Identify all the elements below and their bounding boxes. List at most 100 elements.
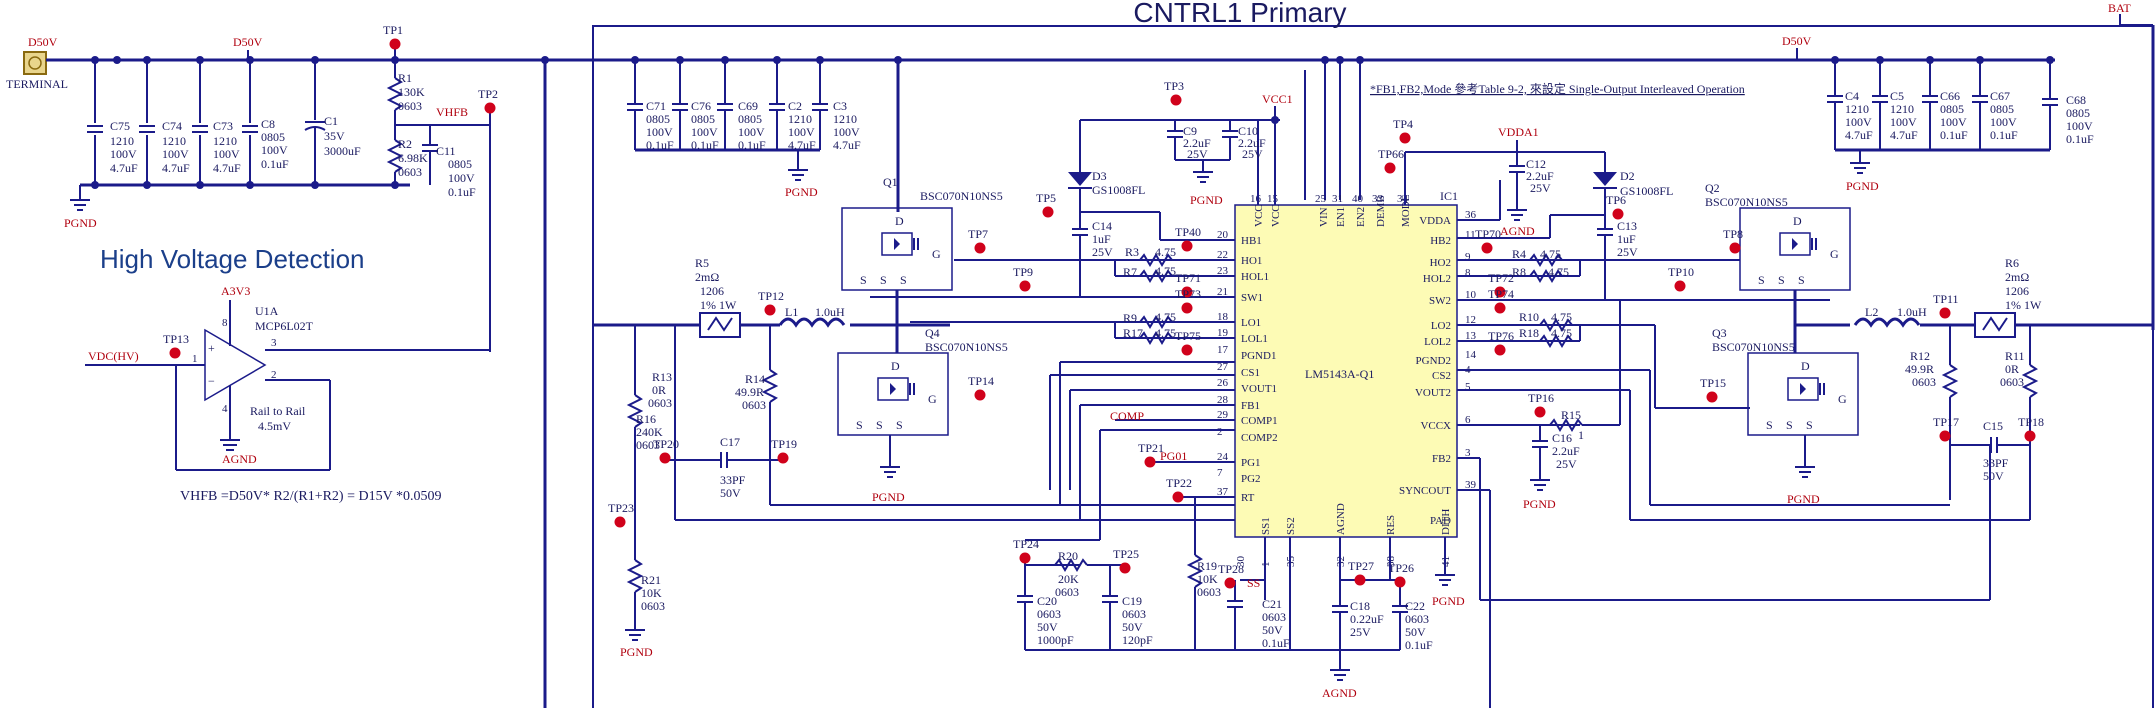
mosfet-source-label: S (900, 273, 907, 287)
ic1-ref: IC1 (1440, 189, 1458, 203)
q4-ref: Q4 (925, 326, 940, 340)
r5-pkg: 1206 (700, 284, 724, 298)
input-bus-junctions (91, 56, 549, 189)
r13-pkg: 0603 (648, 396, 672, 410)
r9-val: 4.75 (1155, 310, 1176, 324)
c15-ref: C15 (1983, 419, 2003, 433)
net-d50v-left: D50V (28, 35, 58, 49)
ic1-right-pin: CS2 (1432, 370, 1451, 382)
testpoint-label: TP11 (1933, 292, 1959, 306)
testpoint-tp66 (1384, 162, 1396, 174)
c8-val: 0.1uF (261, 157, 289, 171)
c10-ref: C10 (1238, 124, 1258, 138)
c13-ref: C13 (1617, 219, 1637, 233)
c5-volt: 100V (1890, 115, 1917, 129)
ic1-left-pin-num: 22 (1217, 249, 1228, 261)
r19-pkg: 0603 (1197, 585, 1221, 599)
r8-ref: R8 (1512, 265, 1526, 279)
r6-pkg: 1206 (2005, 284, 2029, 298)
testpoint-tp17 (1939, 430, 1951, 442)
testpoint-tp5 (1042, 206, 1054, 218)
mosfet-arrow-icon (894, 238, 900, 250)
r12-pkg: 0603 (1912, 375, 1936, 389)
c12-volt: 25V (1530, 181, 1551, 195)
c22-ref: C22 (1405, 599, 1425, 613)
c3-pkg: 1210 (833, 112, 857, 126)
ic1-right-pin-num: 14 (1465, 349, 1477, 361)
ic1-right-pin: LO2 (1431, 320, 1451, 332)
ic1-right-pin: LOL2 (1424, 336, 1451, 348)
mosfet-source-label: S (1766, 418, 1773, 432)
svg-text:2: 2 (271, 369, 277, 381)
c73-volt: 100V (213, 147, 240, 161)
ic1-left-pin-num: 24 (1217, 451, 1229, 463)
ic1-top-pin-num: 33 (1372, 193, 1384, 205)
c3-volt: 100V (833, 125, 860, 139)
ic1-body (1234, 204, 1458, 538)
r9-ref: R9 (1123, 311, 1137, 325)
mosfet-gate-label: G (928, 392, 937, 406)
c20-ref: C20 (1037, 594, 1057, 608)
r11-pkg: 0603 (2000, 375, 2024, 389)
c74-volt: 100V (162, 147, 189, 161)
hv-detect-title: High Voltage Detection (100, 244, 365, 274)
l2-ref: L2 (1865, 305, 1878, 319)
c10-val: 2.2uF (1238, 136, 1266, 150)
c16-val: 2.2uF (1552, 444, 1580, 458)
r3-ref: R3 (1125, 245, 1139, 259)
c12-val: 2.2uF (1526, 169, 1554, 183)
ic1-left-pin: HOL1 (1241, 271, 1269, 283)
mosfet-channel-icon (881, 232, 913, 256)
r6-val: 2mΩ (2005, 270, 2029, 284)
q3-box (1747, 352, 1859, 436)
testpoint-label: TP12 (758, 289, 784, 303)
testpoint-tp6 (1612, 208, 1624, 220)
r3-val: 4.75 (1155, 245, 1176, 259)
testpoint-tp73 (1181, 302, 1193, 314)
u1a-rr: Rail to Rail (250, 404, 306, 418)
vin-bus (593, 56, 2055, 212)
r5-tol: 1% 1W (700, 298, 737, 312)
ic1-left-pin: PG1 (1241, 457, 1261, 469)
ic1-top-pin: EN2 (1355, 207, 1367, 227)
testpoint-tp26 (1394, 576, 1406, 588)
ic1-left-pin: PGND1 (1241, 350, 1276, 362)
q3-ref: Q3 (1712, 326, 1727, 340)
r13-ref: R13 (652, 370, 672, 384)
mosfet-drain-label: D (891, 359, 900, 373)
r17-ref: R17 (1123, 326, 1143, 340)
r13-val: 0R (652, 383, 666, 397)
testpoint-tp9 (1019, 280, 1031, 292)
testpoint-label: TP40 (1175, 225, 1201, 239)
mosfets: Q1 BSC070N10NS5 Q4 BSC070N10NS5 Q2 BSC07… (837, 175, 1859, 436)
ic1-left-pin-num: 28 (1217, 394, 1229, 406)
c15-val: 33PF (1983, 456, 2009, 470)
testpoint-label: TP10 (1668, 265, 1694, 279)
ic1-right-pin-num: 5 (1465, 381, 1471, 393)
c13-val: 1uF (1617, 232, 1636, 246)
r2-ref: R2 (398, 137, 412, 151)
mosfet-channel-icon (1779, 232, 1811, 256)
testpoint-label: TP18 (2018, 415, 2044, 429)
testpoint-label: TP7 (968, 227, 988, 241)
c11-volt: 100V (448, 171, 475, 185)
ic1-right-pin: HO2 (1430, 257, 1451, 269)
c11-val: 0.1uF (448, 185, 476, 199)
c68-pkg: 0805 (2066, 106, 2090, 120)
r14-pkg: 0603 (742, 398, 766, 412)
mosfet-gate-label: G (1830, 247, 1839, 261)
testpoint-tp8 (1729, 242, 1741, 254)
testpoint-tp71 (1181, 286, 1193, 298)
c14-volt: 25V (1092, 245, 1113, 259)
terminal-ring (28, 56, 42, 70)
c68-ref: C68 (2066, 93, 2086, 107)
testpoint-tp74 (1494, 302, 1506, 314)
testpoint-tp16 (1534, 406, 1546, 418)
c20-volt: 50V (1037, 620, 1058, 634)
c73-ref: C73 (213, 119, 233, 133)
